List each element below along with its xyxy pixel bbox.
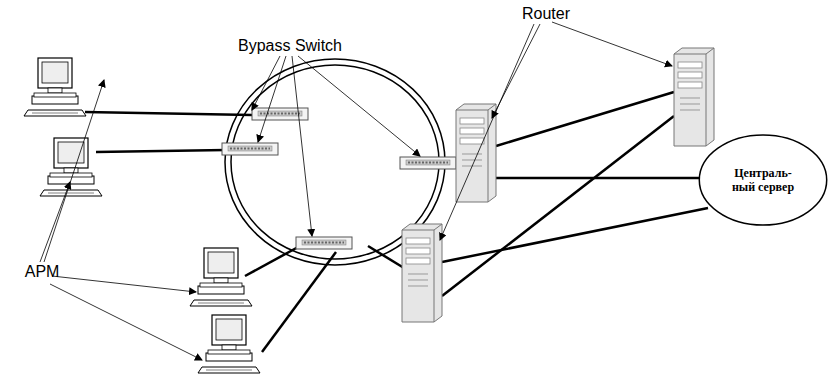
- node-text: Централь- ный сервер: [731, 166, 795, 194]
- server-ellipse: Централь- ный сервер: [698, 134, 828, 226]
- text-holder: Централь- ный сервер: [731, 166, 795, 194]
- callout-label: Bypass Switch: [238, 37, 342, 55]
- callout-label: АРМ: [25, 263, 60, 281]
- callout-label: Router: [522, 5, 570, 23]
